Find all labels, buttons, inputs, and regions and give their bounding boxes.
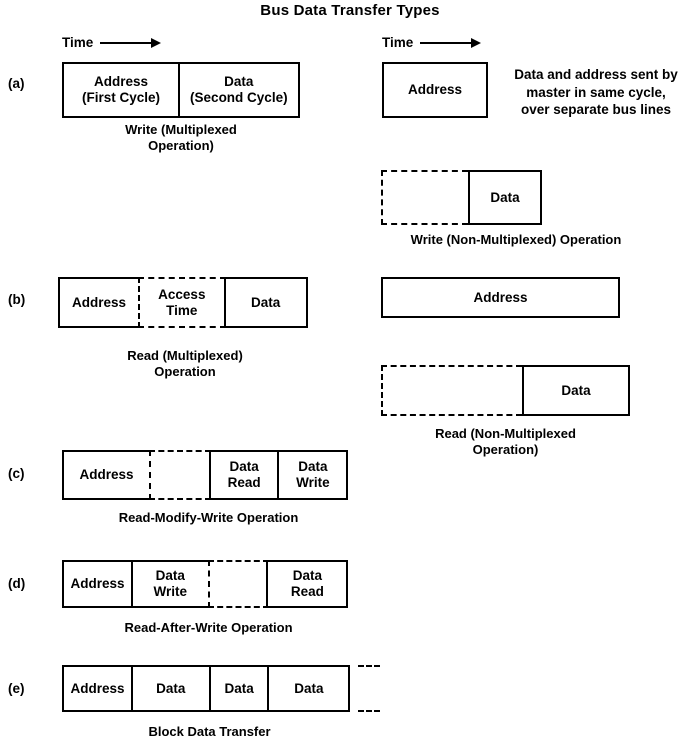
caption-line-2: Operation) <box>148 138 214 154</box>
bar-a-nonmux-address: Address <box>382 62 488 118</box>
cell-data[interactable]: Data <box>468 170 542 225</box>
row-label-c: (c) <box>8 466 25 481</box>
cell-line-1: Address <box>473 289 528 305</box>
bar-b-nonmux-address: Address <box>381 277 620 318</box>
cell-line-2: Write <box>153 584 188 599</box>
cell-data-second-cycle[interactable]: Data (Second Cycle) <box>177 62 300 118</box>
bar-b-read-multiplexed: Address Access Time Data <box>58 277 312 328</box>
time-arrow-icon <box>420 37 482 49</box>
cell-line-1: Address <box>71 294 127 310</box>
caption-read-modify-write: Read-Modify-Write Operation <box>62 510 355 526</box>
cell-address[interactable]: Address <box>58 277 140 328</box>
note-line-2: master in same cycle, <box>526 84 666 100</box>
bar-c-read-modify-write: Address Data Read Data Write <box>62 450 355 500</box>
page-title: Bus Data Transfer Types <box>260 2 440 19</box>
caption-read-multiplexed: Read (Multiplexed) Operation <box>58 348 312 381</box>
caption-block-data-transfer: Block Data Transfer <box>62 724 357 740</box>
cell-line-1: Data <box>490 189 520 205</box>
cell-access-time[interactable]: Access Time <box>137 277 226 328</box>
cell-address-first-cycle[interactable]: Address (First Cycle) <box>62 62 180 118</box>
bar-a-write-nonmultiplexed: Data <box>381 170 542 225</box>
caption-line-2: Operation) <box>472 442 539 458</box>
cell-line-1: Address <box>70 576 125 592</box>
cell-data[interactable]: Data <box>223 277 308 328</box>
cell-line-1: Address <box>93 74 149 90</box>
continuation-dash-top <box>358 665 380 667</box>
caption-line-2: Operation <box>154 364 216 380</box>
caption-line-1: Read (Multiplexed) <box>127 348 243 363</box>
cell-address[interactable]: Address <box>382 62 488 118</box>
caption-read-after-write: Read-After-Write Operation <box>62 620 355 636</box>
caption-write-nonmultiplexed: Write (Non-Multiplexed) Operation <box>371 232 661 248</box>
cell-data-read[interactable]: Data Read <box>266 560 349 608</box>
caption-line-1: Block Data Transfer <box>148 724 271 739</box>
cell-data-read[interactable]: Data Read <box>208 450 280 500</box>
bar-e-block-transfer: Address Data Data Data <box>62 665 357 712</box>
cell-data-write[interactable]: Data Write <box>277 450 349 500</box>
cell-line-2: (First Cycle) <box>81 90 161 105</box>
caption-line-1: Write (Multiplexed <box>125 122 237 137</box>
cell-address[interactable]: Address <box>62 560 133 608</box>
time-axis-label: Time <box>62 35 94 51</box>
cell-line-1: Address <box>79 467 134 483</box>
cell-line-1: Address <box>407 82 463 98</box>
cell-idle-dashed[interactable] <box>207 560 269 608</box>
bar-b-read-nonmultiplexed: Data <box>381 365 630 416</box>
cell-line-2: Time <box>166 302 198 318</box>
cell-idle-dashed[interactable] <box>148 450 211 500</box>
cell-data[interactable]: Data <box>522 365 630 416</box>
time-axis-a-right: Time <box>382 33 482 53</box>
bar-a-write-multiplexed: Address (First Cycle) Data (Second Cycle… <box>62 62 300 118</box>
note-nonmultiplexed: Data and address sent by master in same … <box>498 66 694 119</box>
note-line-1: Data and address sent by <box>514 67 678 82</box>
cell-idle-dashed[interactable] <box>381 170 468 225</box>
cell-data-2[interactable]: Data <box>208 665 270 712</box>
cell-line-2: Read <box>227 475 261 490</box>
row-label-b: (b) <box>8 292 26 307</box>
cell-line-1: Data <box>561 382 591 398</box>
cell-data-write[interactable]: Data Write <box>130 560 210 608</box>
cell-address[interactable]: Address <box>62 665 133 712</box>
caption-line-1: Read-Modify-Write Operation <box>118 510 299 525</box>
cell-line-1: Data <box>156 680 186 696</box>
cell-line-1: Address <box>70 680 125 696</box>
time-arrow-icon <box>100 37 162 49</box>
cell-address[interactable]: Address <box>381 277 620 318</box>
note-line-3: over separate bus lines <box>520 102 672 118</box>
caption-write-multiplexed: Write (Multiplexed Operation) <box>62 122 300 155</box>
continuation-dash-bottom <box>358 710 380 712</box>
cell-line-1: Data <box>294 680 324 696</box>
cell-line-1: Data <box>224 74 254 90</box>
bar-d-read-after-write: Address Data Write Data Read <box>62 560 355 608</box>
cell-line-1: Data <box>229 459 259 475</box>
caption-line-1: Write (Non-Multiplexed) Operation <box>410 232 622 247</box>
row-label-a: (a) <box>8 76 25 91</box>
cell-line-1: Data <box>298 459 328 475</box>
caption-line-1: Read-After-Write Operation <box>124 620 293 635</box>
cell-line-1: Data <box>292 568 323 584</box>
cell-line-1: Data <box>155 568 185 584</box>
caption-read-nonmultiplexed: Read (Non-Multiplexed Operation) <box>381 426 630 459</box>
cell-line-2: Read <box>290 584 324 599</box>
cell-idle-dashed[interactable] <box>381 365 522 416</box>
cell-data-1[interactable]: Data <box>130 665 211 712</box>
row-label-e: (e) <box>8 681 25 696</box>
time-axis-label: Time <box>382 35 414 51</box>
cell-address[interactable]: Address <box>62 450 151 500</box>
caption-line-1: Read (Non-Multiplexed <box>435 426 576 441</box>
row-label-d: (d) <box>8 576 26 591</box>
cell-line-2: Write <box>296 475 330 490</box>
cell-line-1: Data <box>224 680 254 696</box>
time-axis-a-left: Time <box>62 33 162 53</box>
cell-line-2: (Second Cycle) <box>190 90 288 105</box>
cell-line-1: Access <box>158 286 206 302</box>
cell-data-3[interactable]: Data <box>267 665 351 712</box>
cell-line-1: Data <box>250 294 281 310</box>
